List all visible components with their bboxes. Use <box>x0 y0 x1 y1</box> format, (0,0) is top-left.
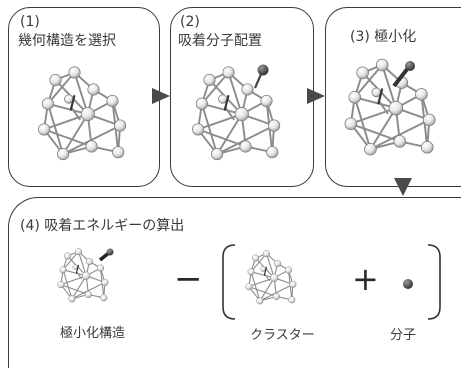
plus-operator: + <box>352 260 379 298</box>
right-bracket <box>427 244 441 320</box>
step2-title: 吸着分子配置 <box>178 33 262 49</box>
step3-title: 極小化 <box>374 29 417 45</box>
minus-operator: − <box>174 259 203 299</box>
step4-number: (4) <box>20 218 40 234</box>
step3-minimized-cluster <box>343 58 437 157</box>
step2-panel <box>170 7 314 187</box>
step4-panel <box>8 197 461 368</box>
left-bracket <box>222 244 236 320</box>
step3-heading: (3) 極小化 <box>350 29 416 45</box>
step3-number: (3) <box>350 29 370 45</box>
arrow-step3-to-4 <box>394 178 412 196</box>
step1-number: (1) <box>20 14 40 30</box>
step2-cluster-with-molecule <box>191 64 281 161</box>
step4-heading: (4) 吸着エネルギーの算出 <box>20 218 184 234</box>
cluster-caption: クラスター <box>250 328 315 343</box>
minimized-structure-caption: 極小化構造 <box>60 326 126 341</box>
step4-title: 吸着エネルギーの算出 <box>44 218 185 234</box>
molecule-caption: 分子 <box>390 328 417 343</box>
arrow-step1-to-2 <box>152 88 170 104</box>
step1-cluster <box>37 65 127 161</box>
cluster-icon <box>244 249 297 305</box>
molecule-icon <box>403 279 413 289</box>
step1-panel <box>8 7 160 187</box>
step1-title: 幾何構造を選択 <box>18 33 116 49</box>
minimized-structure-icon <box>56 247 114 303</box>
step2-number: (2) <box>180 14 200 30</box>
arrow-step2-to-3 <box>307 88 325 104</box>
